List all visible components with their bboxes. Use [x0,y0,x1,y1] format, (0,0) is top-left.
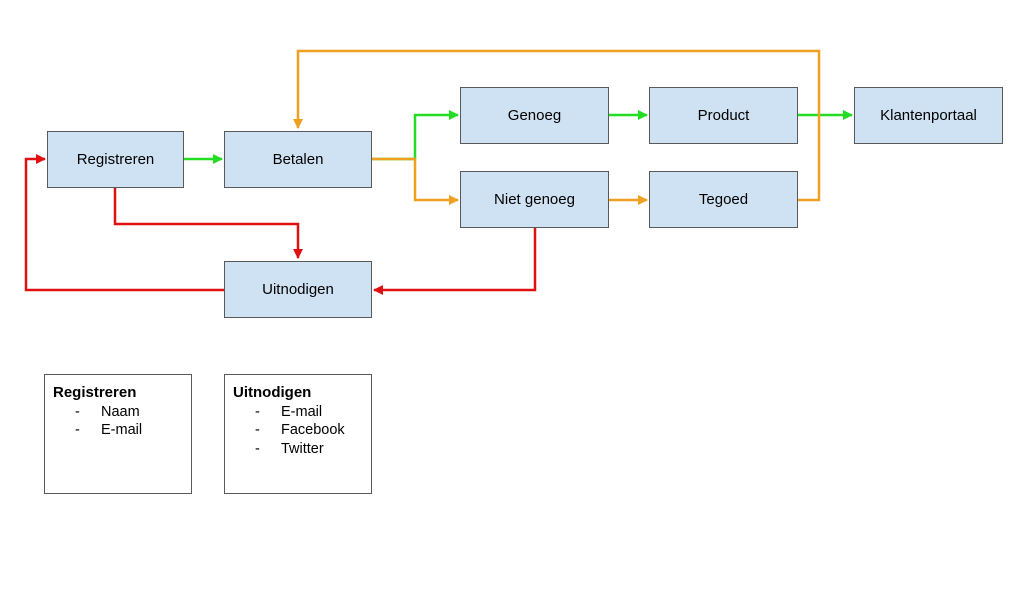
list-item-text: E-mail [101,422,143,438]
node-registreren: Registreren [47,131,184,188]
note-registreren: Registreren - Naam - E-mail [44,374,192,494]
list-item-text: Naam [101,403,140,420]
list-item: - Twitter [233,440,363,459]
note-uitnodigen-list: - E-mail - Facebook - Twitter [233,403,363,459]
node-tegoed: Tegoed [649,171,798,228]
node-uitnodigen: Uitnodigen [224,261,372,318]
list-item: - E-mail [233,403,363,422]
arrow-uitnodigen-to-registreren [24,154,224,292]
list-item-text: Twitter [281,440,324,457]
bullet-dash: - [75,422,80,438]
arrow-betalen-to-niet-genoeg [372,157,459,205]
arrow-registreren-to-uitnodigen [113,188,303,259]
bullet-dash: - [255,422,260,438]
note-uitnodigen-title: Uitnodigen [233,384,312,401]
list-item: - Facebook [233,421,363,440]
note-registreren-list: - Naam - E-mail [53,403,183,440]
node-betalen: Betalen [224,131,372,188]
list-item-text: E-mail [281,403,323,420]
node-klantenportaal: Klantenportaal [854,87,1003,144]
bullet-dash: - [75,403,80,420]
arrow-betalen-to-genoeg [372,110,459,161]
node-product: Product [649,87,798,144]
list-item: - E-mail [53,421,183,440]
arrow-niet-genoeg-to-uitnodigen [373,228,537,295]
arrow-tegoed-to-betalen [293,49,821,202]
note-registreren-title: Registreren [53,384,137,401]
list-item-text: Facebook [281,422,345,438]
node-niet-genoeg: Niet genoeg [460,171,609,228]
bullet-dash: - [255,440,260,457]
list-item: - Naam [53,403,183,422]
bullet-dash: - [255,403,260,420]
note-uitnodigen: Uitnodigen - E-mail - Facebook - Twitter [224,374,372,494]
node-genoeg: Genoeg [460,87,609,144]
